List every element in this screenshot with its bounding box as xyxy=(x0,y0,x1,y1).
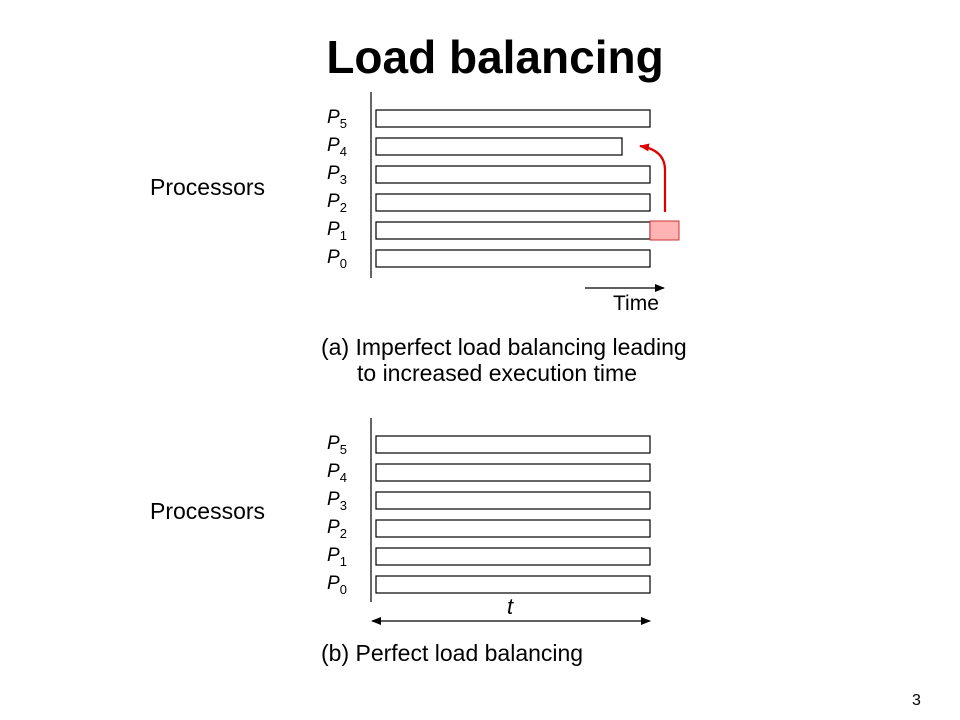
task-bar-p3-b xyxy=(375,491,651,510)
time-label-a: Time xyxy=(613,292,659,315)
time-label-b: t xyxy=(507,594,514,619)
processor-label-p3-b: P3 xyxy=(327,489,347,513)
processor-label-p3-a: P3 xyxy=(327,163,347,187)
processor-label-p2-a: P2 xyxy=(327,191,347,215)
processor-label-p4-b: P4 xyxy=(327,461,347,485)
caption-a-line-2: to increased execution time xyxy=(357,360,637,386)
page-number: 3 xyxy=(912,692,921,709)
processor-label-p5-b: P5 xyxy=(327,433,347,457)
rebalance-arrow xyxy=(639,143,667,212)
processor-label-p0-b: P0 xyxy=(327,573,347,597)
task-bar-p4-b xyxy=(375,463,651,482)
task-bar-p0-a xyxy=(375,249,651,268)
task-bar-p5-b xyxy=(375,435,651,454)
caption-a: (a) Imperfect load balancing leading to … xyxy=(321,334,687,386)
caption-a-line-1: (a) Imperfect load balancing leading xyxy=(321,334,687,360)
task-bar-p2-b xyxy=(375,519,651,538)
caption-b: (b) Perfect load balancing xyxy=(321,640,584,666)
task-bar-p1-b xyxy=(375,547,651,566)
task-bar-p1-a xyxy=(375,221,651,240)
task-bar-p0-b xyxy=(375,575,651,594)
processor-label-p1-b: P1 xyxy=(327,545,347,569)
processor-label-p1-a: P1 xyxy=(327,219,347,243)
processor-label-p0-a: P0 xyxy=(327,247,347,271)
processor-label-p2-b: P2 xyxy=(327,517,347,541)
processors-axis-label-a: Processors xyxy=(150,174,266,200)
task-bar-p4-a xyxy=(375,137,623,156)
task-bar-p2-a xyxy=(375,193,651,212)
task-bar-p3-a xyxy=(375,165,651,184)
page-title: Load balancing xyxy=(326,31,664,83)
task-bar-p5-a xyxy=(375,109,651,128)
processors-axis-label-b: Processors xyxy=(150,498,266,524)
excess-work-block xyxy=(649,220,680,241)
processor-label-p5-a: P5 xyxy=(327,107,347,131)
processor-label-p4-a: P4 xyxy=(327,135,347,159)
